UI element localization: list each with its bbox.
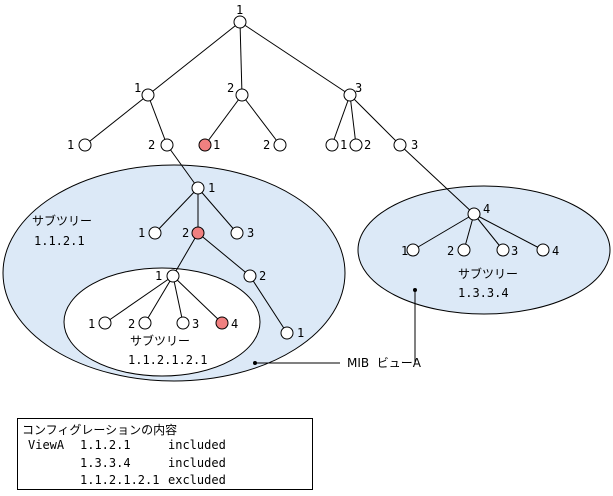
label-1-1-2-1-1: 1 — [138, 226, 145, 240]
label-1-1-2-1-2-1-3: 3 — [192, 317, 199, 331]
left-subtree-oid: 1.1.2.1 — [34, 234, 85, 248]
label-1-2: 2 — [227, 81, 234, 95]
node-1-1-2-1-3 — [230, 226, 244, 240]
mib-view-pointer-dot — [253, 361, 257, 365]
label-1-3-3: 3 — [411, 138, 418, 152]
node-1-1-2-1-2-1-2 — [138, 316, 152, 330]
configuration-box: コンフィグレーションの内容 ViewA 1.1.2.1 included 1.3… — [17, 418, 313, 490]
config-row-2-mode: included — [168, 456, 226, 470]
node-1-2-2 — [273, 138, 287, 152]
node-1-3-3-4-3 — [496, 243, 510, 257]
node-1-3-3-4-4 — [536, 243, 550, 257]
label-1-1-2-1-2-1: 1 — [155, 269, 162, 283]
node-1-3-3 — [393, 138, 407, 152]
node-1-1 — [141, 88, 155, 102]
node-1-1-2-1-2-1-3 — [176, 316, 190, 330]
label-1-1-2-1-2-1-2: 2 — [128, 317, 135, 331]
label-1-3-3-4-4: 4 — [552, 244, 559, 258]
inner-subtree-oid: 1.1.2.1.2.1 — [128, 353, 207, 367]
config-row-3-oid: 1.1.2.1.2.1 — [80, 473, 160, 487]
label-1-1-2-1-2-1-4: 4 — [231, 317, 238, 331]
config-row-1-mode: included — [168, 438, 226, 452]
node-1-3-3-4-2 — [457, 243, 471, 257]
node-1-3 — [343, 88, 357, 102]
config-row-1-oid: 1.1.2.1 — [80, 438, 131, 452]
tree-edges — [84, 21, 544, 364]
node-1-1-2-1-2-2 — [243, 269, 257, 283]
right-subtree-title: サブツリー — [458, 266, 518, 281]
node-1-1-2-1-1 — [148, 226, 162, 240]
label-1-3-1: 1 — [340, 138, 347, 152]
right-subtree-oid: 1.3.3.4 — [458, 286, 509, 300]
label-1-1: 1 — [134, 81, 141, 95]
label-1-2-1: 1 — [213, 138, 220, 152]
label-1-3-3-4-3: 3 — [511, 244, 518, 258]
label-1-1-2-1: 1 — [208, 181, 215, 195]
node-1-3-3-4 — [467, 207, 481, 221]
node-root — [233, 15, 247, 29]
node-1-1-1 — [78, 138, 92, 152]
label-1-2-2: 2 — [263, 138, 270, 152]
label-1-3-3-4: 4 — [483, 202, 490, 216]
node-1-2 — [235, 88, 249, 102]
label-1-1-2-1-2-2-1: 1 — [297, 326, 304, 340]
label-1-3-3-4-1: 1 — [401, 244, 408, 258]
label-1-1-2-1-2-1-1: 1 — [88, 317, 95, 331]
node-1-2-1-highlight — [198, 138, 212, 152]
label-1-3-2: 2 — [364, 138, 371, 152]
node-1-1-2-1-2-highlight — [191, 226, 205, 240]
mib-view-label: MIB ビューA — [347, 356, 422, 370]
label-1-1-2-1-2-2: 2 — [259, 269, 266, 283]
subtree-1-1-2-1-2-1-region — [63, 267, 261, 377]
label-root: 1 — [236, 3, 243, 17]
config-row-3-mode: excluded — [168, 473, 226, 487]
node-1-1-2-1-2-1-4-highlight — [215, 316, 229, 330]
node-1-3-3-4-1 — [406, 243, 420, 257]
config-view-name: ViewA — [28, 438, 65, 452]
node-1-3-1 — [325, 138, 339, 152]
mib-view-pointer-dot-right — [413, 288, 417, 292]
label-1-3-3-4-2: 2 — [447, 244, 454, 258]
label-1-1-1: 1 — [67, 138, 74, 152]
node-1-3-2 — [349, 138, 363, 152]
subtree-1-3-3-4-region — [357, 185, 611, 315]
label-1-1-2: 2 — [148, 138, 155, 152]
label-1-3: 3 — [355, 81, 362, 95]
node-1-1-2-1-2-1 — [166, 269, 180, 283]
label-1-1-2-1-2: 2 — [182, 226, 189, 240]
config-row-2-oid: 1.3.3.4 — [80, 456, 131, 470]
node-labels: 1 1 2 3 1 2 1 2 1 2 3 1 1 2 3 1 2 1 2 3 … — [67, 3, 559, 340]
node-1-1-2 — [160, 138, 174, 152]
config-title: コンフィグレーションの内容 — [22, 423, 178, 437]
inner-subtree-title: サブツリー — [130, 333, 190, 348]
tree-nodes — [78, 15, 550, 340]
node-1-1-2-1-2-2-1 — [280, 326, 294, 340]
left-subtree-title: サブツリー — [32, 213, 92, 228]
node-1-1-2-1-2-1-1 — [98, 316, 112, 330]
node-1-1-2-1 — [191, 181, 205, 195]
label-1-1-2-1-3: 3 — [247, 226, 254, 240]
